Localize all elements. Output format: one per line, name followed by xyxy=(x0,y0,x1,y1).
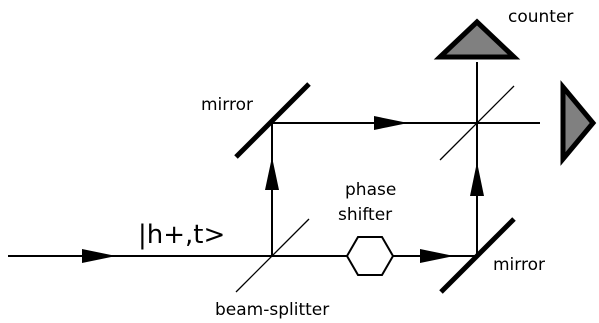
right-up-arrow xyxy=(470,162,484,196)
beam-arrows xyxy=(82,116,484,263)
shifter-label: shifter xyxy=(338,205,392,225)
beam-paths xyxy=(8,62,540,257)
lower-right-arrow xyxy=(420,249,454,263)
beam-splitter-input xyxy=(235,218,310,293)
beam-splitters xyxy=(235,85,515,293)
state-label: |h+,t> xyxy=(138,220,225,250)
counter-right-icon xyxy=(560,80,597,166)
left-up-arrow xyxy=(265,157,279,190)
phase-shifter-icon xyxy=(345,236,395,276)
mirror-top-label: mirror xyxy=(201,95,253,115)
mirror-top-left xyxy=(234,82,311,159)
input-arrow xyxy=(82,249,116,263)
upper-right-arrow xyxy=(374,116,408,130)
counter-top-icon xyxy=(433,18,521,60)
phase-label: phase xyxy=(345,180,396,200)
detectors xyxy=(433,18,597,166)
counter-label: counter xyxy=(508,7,573,27)
mirrors xyxy=(234,82,516,294)
beam-splitter-output xyxy=(439,85,515,161)
mirror-bottom-right xyxy=(439,217,516,294)
mirror-bottom-label: mirror xyxy=(493,255,545,275)
beam-splitter-label: beam-splitter xyxy=(215,300,329,320)
